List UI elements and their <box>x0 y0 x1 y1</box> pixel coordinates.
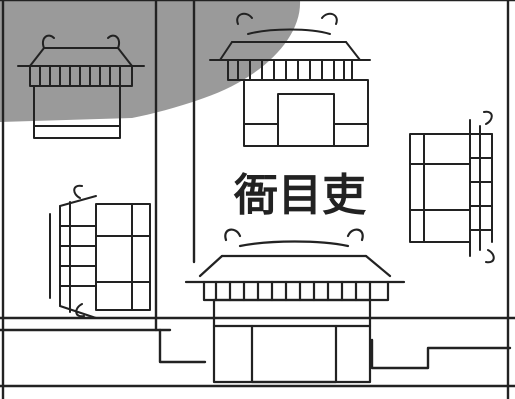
pavilion-icon <box>409 110 495 264</box>
pavilion-icon <box>49 184 151 319</box>
gatehouse-icon <box>17 34 145 139</box>
gatehouse-icon <box>209 12 371 147</box>
ink-stain <box>0 0 301 122</box>
gatehouse-icon <box>184 228 406 384</box>
inscription: 吏目衙 <box>233 170 367 221</box>
